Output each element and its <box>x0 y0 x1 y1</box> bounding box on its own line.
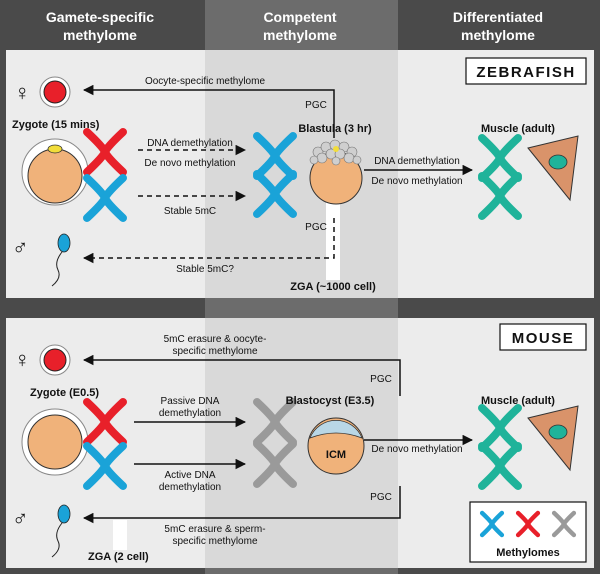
header-middle-line1: Competent <box>263 9 336 25</box>
zebrafish-species-box <box>465 57 587 85</box>
zf-pgc-top: PGC <box>305 100 327 111</box>
mouse-erasure-sperm-line1: 5mC erasure & sperm- <box>164 524 265 535</box>
mouse-sperm-head <box>57 504 71 524</box>
mouse-erasure-oocyte-line1: 5mC erasure & oocyte- <box>164 334 267 345</box>
zf-oocyte <box>43 80 67 104</box>
mouse-zga-bar <box>113 520 127 550</box>
zebrafish-middle-band <box>205 50 398 298</box>
zf-male-symbol: ♂ <box>12 235 29 260</box>
mouse-species-box <box>499 323 587 351</box>
mouse-blastocyst-label: Blastocyst (E3.5) <box>286 395 375 407</box>
mouse-passive-line2: demethylation <box>159 408 221 419</box>
mouse-panel: MOUSE ♀ 5mC erasure & oocyte- specific m… <box>6 318 594 568</box>
header-left-line2: methylome <box>63 27 137 43</box>
zf-zygote-cell <box>27 148 83 204</box>
zf-dna-demeth: DNA demethylation <box>147 138 233 149</box>
mouse-de-novo: De novo methylation <box>371 444 462 455</box>
header-right-line1: Differentiated <box>453 9 543 25</box>
mouse-erasure-oocyte-line2: specific methylome <box>172 346 257 357</box>
zf-stable-q: Stable 5mC? <box>176 264 234 275</box>
mouse-erasure-sperm-line2: specific methylome <box>172 536 257 547</box>
zf-zygote-blastodisc <box>47 144 63 154</box>
zf-sperm-head <box>57 233 71 253</box>
zf-de-novo: De novo methylation <box>144 158 235 169</box>
mouse-male-symbol: ♂ <box>12 506 29 531</box>
mouse-muscle-label: Muscle (adult) <box>481 395 555 407</box>
mouse-active-line2: demethylation <box>159 482 221 493</box>
zf-muscle-label: Muscle (adult) <box>481 123 555 135</box>
mouse-female-symbol: ♀ <box>14 347 31 372</box>
zf-stable-label: Stable 5mC <box>164 206 216 217</box>
zf-blastula-cells <box>309 139 362 166</box>
zf-blastula-dot <box>333 146 339 152</box>
zf-oocyte-label: Oocyte-specific methylome <box>145 76 265 87</box>
zf-sperm-arrow <box>82 218 335 264</box>
zf-muscle-nucleus <box>548 154 568 170</box>
column-headers: Gamete-specific methylome Competent meth… <box>46 9 543 43</box>
zf-pgc-bottom: PGC <box>305 222 327 233</box>
header-middle-line2: methylome <box>263 27 337 43</box>
mouse-zygote-cell <box>27 414 83 470</box>
zf-blastula-label: Blastula (3 hr) <box>298 123 372 135</box>
zf-de-novo-right: De novo methylation <box>371 176 462 187</box>
legend-title: Methylomes <box>496 547 560 559</box>
zf-zga-label: ZGA (~1000 cell) <box>290 281 376 293</box>
mouse-active-line1: Active DNA <box>164 470 215 481</box>
mouse-muscle-nucleus <box>548 424 568 440</box>
zebrafish-panel: ZEBRAFISH ♀ Oocyte-specific methylome PG… <box>6 50 594 298</box>
mouse-passive-line1: Passive DNA <box>161 396 220 407</box>
mouse-icm-label: ICM <box>326 449 346 461</box>
mouse-zga-label: ZGA (2 cell) <box>88 551 149 563</box>
mouse-oocyte-arrow <box>82 354 401 396</box>
header-right-line2: methylome <box>461 27 535 43</box>
zebrafish-zga-bar <box>326 200 340 280</box>
mouse-blastocyst-cavity <box>309 419 363 439</box>
mouse-zygote-label: Zygote (E0.5) <box>30 387 99 399</box>
zf-female-symbol: ♀ <box>14 80 31 105</box>
mouse-pgc-top: PGC <box>370 374 392 385</box>
mouse-pgc-bottom: PGC <box>370 492 392 503</box>
mouse-sperm-arrow <box>82 486 401 524</box>
mouse-oocyte <box>43 348 67 372</box>
header-left-line1: Gamete-specific <box>46 9 154 25</box>
legend-box <box>469 501 587 563</box>
zf-zygote-label: Zygote (15 mins) <box>12 119 100 131</box>
zf-dna-demeth-right: DNA demethylation <box>374 156 460 167</box>
mouse-species-label: MOUSE <box>512 330 575 347</box>
mouse-sperm-tail <box>51 522 63 558</box>
zf-sperm-tail <box>51 251 63 287</box>
zf-oocyte-arrow <box>82 84 335 138</box>
zebrafish-species-label: ZEBRAFISH <box>476 64 575 81</box>
